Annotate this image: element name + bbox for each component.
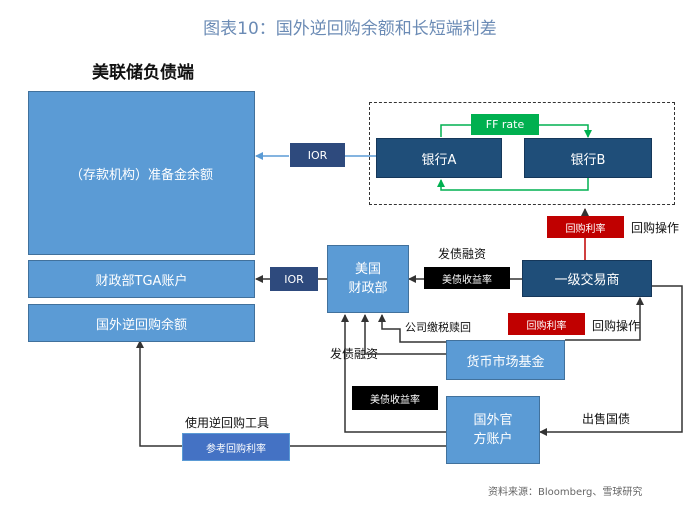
foreign-repo-balance-label: 国外逆回购余额 (95, 317, 187, 333)
reserves-balance-label: （存款机构）准备金余额 (69, 167, 213, 183)
treasury-yield-tag-2-label: 美债收益率 (370, 394, 420, 406)
reference-repo-rate-tag: 参考回购利率 (182, 433, 290, 461)
ior-tag-tga-label: IOR (284, 272, 304, 286)
foreign-repo-balance-box: 国外逆回购余额 (28, 304, 255, 342)
ior-tag-reserves-label: IOR (307, 148, 328, 162)
tga-account-label: 财政部TGA账户 (95, 273, 188, 289)
primary-dealer-box: 一级交易商 (522, 260, 652, 297)
issue-finance-note-2: 发债融资 (330, 347, 379, 361)
ff-rate-tag: FF rate (471, 114, 539, 135)
repo-rate-tag-1-label: 回购利率 (565, 223, 606, 235)
issue-finance-note-1: 发债融资 (438, 247, 487, 261)
issue-finance-2-path (361, 314, 446, 355)
foreign-official-account-label: 国外官 方账户 (473, 413, 513, 447)
primary-dealer-label: 一级交易商 (554, 273, 620, 288)
interbank-market-frame (369, 102, 675, 205)
foreign-to-repo-path (136, 340, 446, 447)
tga-account-box: 财政部TGA账户 (28, 260, 255, 298)
bank-a-label: 银行A (421, 152, 457, 168)
chart-title: 图表10：国外逆回购余额和长短端利差 (203, 19, 497, 39)
reserves-balance-box: （存款机构）准备金余额 (28, 91, 255, 255)
treasury-yield-tag-1: 美债收益率 (424, 267, 510, 289)
tax-buyback-note: 公司缴税赎回 (405, 321, 471, 334)
ff-rate-loop-top (440, 124, 588, 137)
ff-rate-label: FF rate (485, 118, 525, 131)
treasury-yield-tag-2: 美债收益率 (352, 386, 438, 410)
money-market-fund-label: 货币市场基金 (466, 354, 545, 370)
bank-b-box: 银行B (524, 138, 652, 178)
repo-operation-note-1: 回购操作 (631, 221, 680, 235)
repo-rate-tag-2-label: 回购利率 (526, 320, 567, 332)
sell-treasury-note: 出售国债 (582, 412, 631, 426)
foreign-official-account-box: 国外官 方账户 (446, 396, 540, 464)
bank-a-box: 银行A (376, 138, 502, 178)
foreign-to-treasury-path (341, 314, 446, 433)
money-market-fund-box: 货币市场基金 (446, 340, 565, 380)
repo-operation-note-2: 回购操作 (592, 319, 641, 333)
repo-rate-tag-1: 回购利率 (547, 216, 624, 238)
use-reverse-repo-note: 使用逆回购工具 (185, 416, 270, 430)
ior-tag-reserves: IOR (290, 143, 345, 167)
us-treasury-box: 美国 财政部 (327, 245, 409, 313)
source-note: 资料来源：Bloomberg、雪球研究 (488, 487, 643, 498)
treasury-yield-tag-1-label: 美债收益率 (442, 274, 492, 286)
bank-b-label: 银行B (570, 152, 606, 168)
repo-rate-tag-2: 回购利率 (508, 313, 585, 335)
fed-liabilities-label: 美联储负债端 (92, 63, 194, 83)
mmf-to-dealer-path (565, 297, 644, 341)
dealer-to-foreign-path (539, 285, 683, 436)
ff-rate-loop-bottom (437, 178, 589, 191)
reference-repo-rate-label: 参考回购利率 (206, 443, 266, 455)
mmf-to-treasury-path (378, 314, 446, 343)
ior-tag-tga: IOR (270, 267, 318, 291)
us-treasury-label: 美国 财政部 (348, 262, 388, 296)
